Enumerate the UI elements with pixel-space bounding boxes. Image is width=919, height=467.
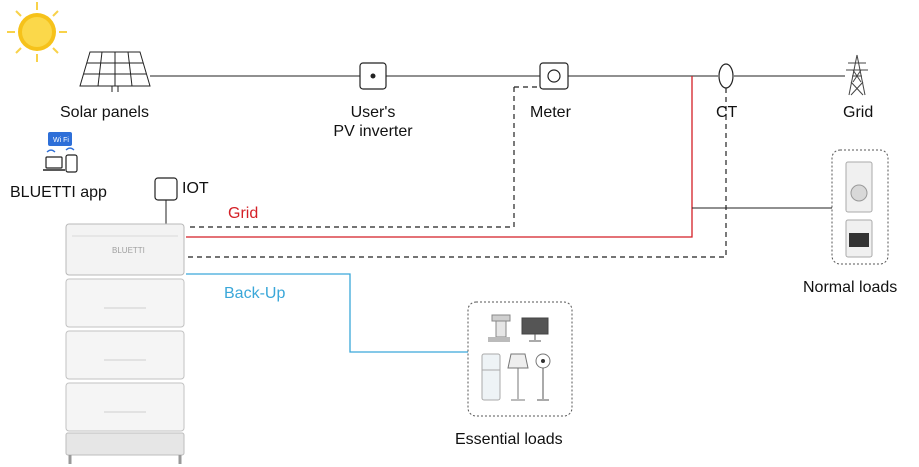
meter-icon (539, 62, 569, 90)
meter-label: Meter (530, 104, 571, 121)
iot-label: IOT (182, 180, 209, 197)
refrigerator-icon (481, 353, 501, 401)
washing-machine-icon (845, 161, 873, 213)
inverter-label: User's PV inverter (313, 103, 433, 141)
normal-loads-label: Normal loads (803, 279, 898, 296)
devices-icon: Wi Fi (43, 132, 78, 173)
sun-icon (7, 2, 67, 62)
solar-panels-label: Solar panels (60, 104, 149, 121)
inverter-label-line2: PV inverter (333, 123, 413, 140)
essential-loads-box (467, 301, 573, 417)
battery-stack-icon: BLUETTI (65, 223, 185, 464)
kitchen-appliance-icon (488, 314, 511, 342)
grid-tower-label: Grid (843, 104, 874, 121)
normal-loads-box (831, 149, 889, 265)
transmission-tower-icon (846, 54, 868, 96)
backup-line-label: Back-Up (224, 285, 286, 302)
iot-module-icon (154, 177, 178, 224)
floor-lamp-icon (507, 353, 529, 401)
inverter-label-line1: User's (350, 104, 396, 121)
grid-line-label: Grid (228, 205, 259, 222)
current-transformer-icon (718, 63, 734, 89)
essential-loads-label: Essential loads (455, 431, 563, 448)
tv-icon (521, 317, 549, 342)
oven-icon (845, 219, 873, 258)
solar-panel-icon (79, 51, 151, 92)
inverter-icon (359, 62, 387, 90)
wifi-badge-text: Wi Fi (53, 137, 69, 144)
ct-label: CT (716, 104, 738, 121)
fan-icon (535, 353, 551, 401)
app-label: BLUETTI app (10, 184, 107, 201)
battery-brand-label: BLUETTI (112, 246, 145, 255)
